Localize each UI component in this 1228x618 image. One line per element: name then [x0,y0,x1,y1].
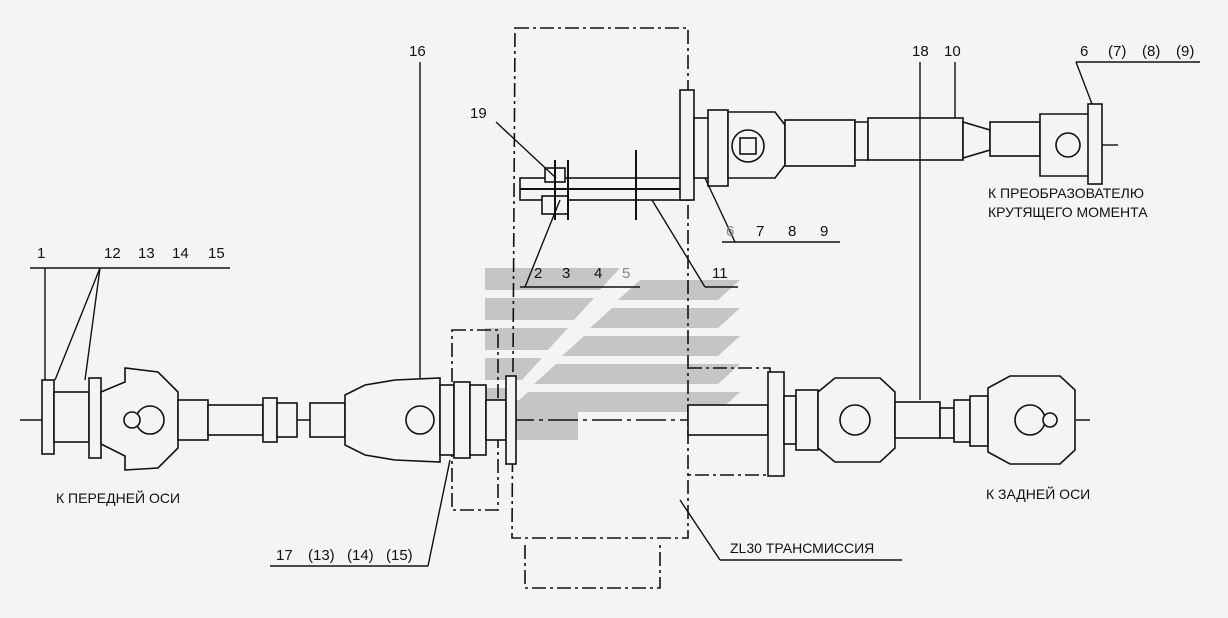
caption-rear-axle: К ЗАДНЕЙ ОСИ [986,485,1090,502]
label-6-upper: 6 [1080,43,1088,60]
label-14-paren: (14) [347,547,374,564]
label-1: 1 [37,245,45,262]
leader-lines [30,61,1200,567]
label-15-paren: (15) [386,547,413,564]
label-8-lower: 8 [788,223,796,240]
label-9-lower: 9 [820,223,828,240]
label-8-upper: (8) [1142,43,1160,60]
label-2: 2 [534,265,542,282]
label-7-lower: 7 [756,223,764,240]
label-12: 12 [104,245,121,262]
caption-converter-line2: КРУТЯЩЕГО МОМЕНТА [988,204,1148,220]
label-3: 3 [562,265,570,282]
caption-front-axle: К ПЕРЕДНЕЙ ОСИ [56,489,180,506]
caption-converter-line1: К ПРЕОБРАЗОВАТЕЛЮ [988,185,1144,201]
label-14: 14 [172,245,189,262]
label-17: 17 [276,547,293,564]
label-4: 4 [594,265,602,282]
front-drive-shaft [41,367,517,471]
captions: К ПЕРЕДНЕЙ ОСИ К ЗАДНЕЙ ОСИ К ПРЕОБРАЗОВ… [56,185,1148,556]
label-6-lower: 6 [726,223,734,240]
mounting-bracket [519,89,695,220]
upper-drive-shaft [693,103,1118,187]
label-18: 18 [912,43,929,60]
label-15: 15 [208,245,225,262]
rear-drive-shaft [687,371,1076,477]
label-19: 19 [470,105,487,122]
part-labels: 1 12 13 14 15 16 17 (13) (14) (15) 19 2 … [37,43,1194,564]
label-13-paren: (13) [308,547,335,564]
label-13: 13 [138,245,155,262]
label-16: 16 [409,43,426,60]
label-10: 10 [944,43,961,60]
label-7-upper: (7) [1108,43,1126,60]
caption-transmission: ZL30 ТРАНСМИССИЯ [730,540,874,556]
label-5: 5 [622,265,630,282]
label-9-upper: (9) [1176,43,1194,60]
label-11: 11 [712,265,728,282]
